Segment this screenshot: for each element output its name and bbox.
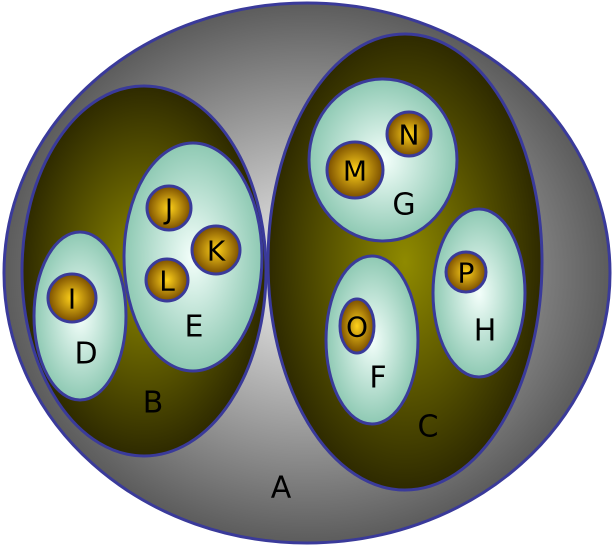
node-j: J	[145, 184, 193, 232]
node-l-label: L	[159, 265, 175, 298]
node-j-shape	[145, 184, 193, 232]
node-f-label: F	[369, 361, 386, 396]
node-k-shape	[190, 224, 242, 276]
node-a-label: A	[271, 471, 292, 506]
node-n-label: N	[399, 119, 420, 152]
node-c-label: C	[418, 410, 439, 445]
node-l-shape	[144, 257, 190, 303]
node-i-shape	[46, 272, 98, 324]
node-m-label: M	[343, 155, 367, 188]
node-o: O	[338, 297, 376, 355]
node-p-shape	[444, 250, 488, 294]
node-d-label: D	[74, 337, 97, 372]
node-b-label: B	[143, 386, 164, 421]
node-h-shape	[431, 207, 527, 379]
node-l: L	[144, 257, 190, 303]
node-i-label: I	[68, 283, 76, 316]
node-o-label: O	[346, 311, 368, 344]
node-p: P	[444, 250, 488, 294]
node-p-label: P	[458, 257, 475, 290]
node-i: I	[46, 272, 98, 324]
node-j-label: J	[163, 193, 173, 226]
node-h-label: H	[474, 314, 497, 349]
node-m-shape	[325, 140, 385, 200]
node-o-shape	[338, 297, 376, 355]
node-g-label: G	[392, 188, 415, 223]
node-k-label: K	[207, 235, 226, 268]
node-n-shape	[385, 110, 433, 158]
node-m: M	[325, 140, 385, 200]
node-e-label: E	[185, 310, 204, 345]
node-h: H	[431, 207, 527, 379]
node-k: K	[190, 224, 242, 276]
node-n: N	[385, 110, 433, 158]
